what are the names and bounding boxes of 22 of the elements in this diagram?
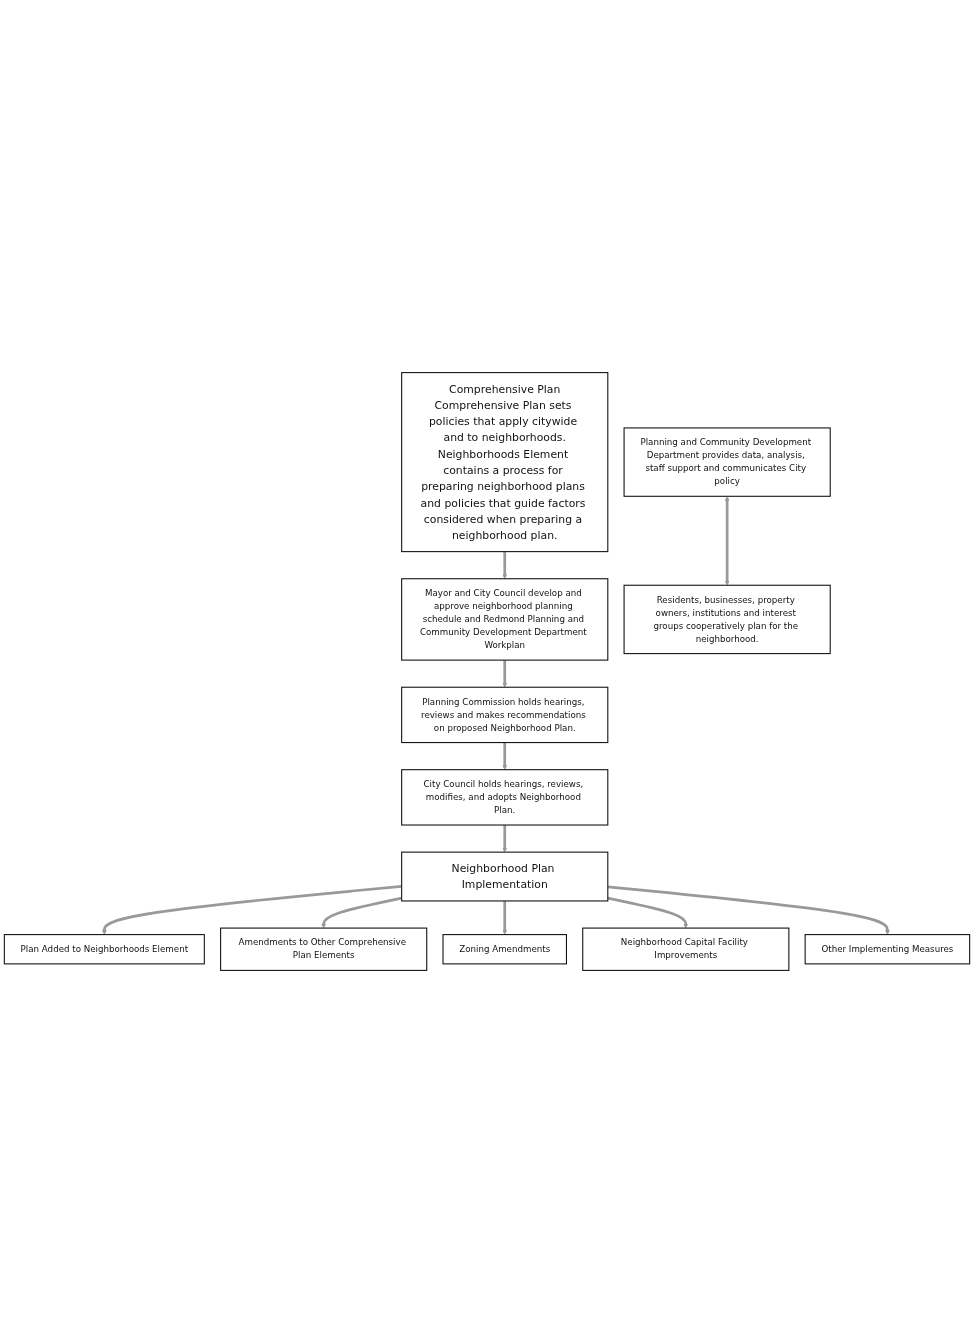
node-box: City Council holds hearings, reviews, modifies, and adopts Neighborhood Plan. [401,769,609,826]
arrow [607,896,689,929]
node-box: Planning Commission holds hearings, reviews and makes recommendations on proposed Neighborhood Plan. [401,686,609,744]
arrow [502,551,508,579]
arrow [502,660,508,688]
node-box: Mayor and City Council develop and approve neighborhood planning schedule and Redmond Planning and Community Development Department Workplan [401,578,609,661]
node-box: Neighborhood Plan Implementation [401,851,609,902]
arrow [502,900,508,935]
arrow [607,885,890,935]
node-box: Neighborhood Capital Facility Improvements [582,927,790,971]
node-box: Other Implementing Measures [804,934,971,965]
arrow [101,884,402,935]
arrow [502,742,508,770]
arrow [321,896,402,929]
node-box: Amendments to Other Comprehensive Plan Elements [220,927,428,971]
arrow [724,496,730,586]
node-box: Comprehensive Plan Comprehensive Plan sets policies that apply citywide and to neighborhoods. Neighborhoods Element contains a process for preparing neighborhood plans and policies that guide factors considered when preparing a neighborhood plan. [401,372,609,553]
node-box: Planning and Community Development Department provides data, analysis, staff support and communicates City policy [623,427,831,497]
node-box: Zoning Amendments [442,934,567,965]
node-box: Residents, businesses, property owners, institutions and interest groups cooperatively plan for the neighborhood. [623,584,831,655]
arrow [502,825,508,853]
node-box: Plan Added to Neighborhoods Element [3,934,205,965]
